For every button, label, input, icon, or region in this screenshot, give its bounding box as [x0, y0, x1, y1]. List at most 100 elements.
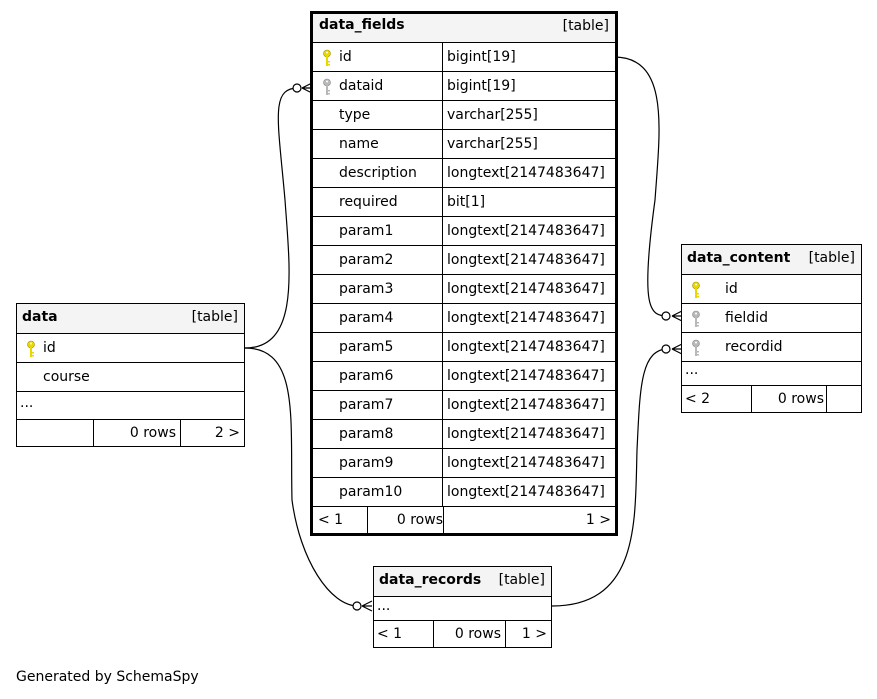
table-header: data_records [table]	[374, 567, 551, 597]
optional-marker	[661, 344, 671, 354]
table-data[interactable]: data [table] id course ... 0 rows 2 >	[16, 303, 245, 447]
column-type: longtext[2147483647]	[442, 449, 615, 477]
column-name: name	[339, 136, 379, 152]
column-name: param1	[339, 223, 394, 239]
edge-data_fields-to-data_content	[613, 56, 669, 317]
column-row[interactable]: param1 longtext[2147483647]	[313, 217, 615, 246]
column-type: longtext[2147483647]	[442, 478, 615, 506]
column-type: longtext[2147483647]	[442, 362, 615, 390]
column-row[interactable]: required bit[1]	[313, 188, 615, 217]
column-type: varchar[255]	[442, 101, 615, 129]
column-name: id	[725, 281, 738, 297]
table-footer: < 1 0 rows 1 >	[313, 507, 615, 533]
column-name: param9	[339, 455, 394, 471]
table-data_content[interactable]: data_content [table] id fieldid recordid .…	[681, 244, 862, 413]
column-row[interactable]: param5 longtext[2147483647]	[313, 333, 615, 362]
more-columns: ...	[17, 392, 244, 420]
table-kind: [table]	[808, 250, 855, 266]
optional-marker	[292, 83, 302, 93]
column-name: param8	[339, 426, 394, 442]
table-data_fields[interactable]: data_fields [table] id bigint[19] dataid bi…	[310, 11, 618, 536]
column-name: course	[43, 369, 90, 385]
column-row[interactable]: id bigint[19]	[313, 43, 615, 72]
column-row[interactable]: fieldid	[682, 304, 861, 333]
column-row[interactable]: dataid bigint[19]	[313, 72, 615, 101]
table-footer: < 1 0 rows 1 >	[374, 621, 551, 647]
column-row[interactable]: name varchar[255]	[313, 130, 615, 159]
column-name: param10	[339, 484, 403, 500]
column-row[interactable]: type varchar[255]	[313, 101, 615, 130]
optional-marker	[352, 601, 362, 611]
column-type: longtext[2147483647]	[442, 159, 615, 187]
more-columns: ...	[682, 362, 861, 386]
children-count[interactable]: 2 >	[180, 420, 240, 446]
row-count: 0 rows	[367, 507, 443, 533]
column-type: bigint[19]	[442, 72, 615, 100]
primary-key-icon	[323, 49, 331, 66]
generated-by-label: Generated by SchemaSpy	[16, 669, 199, 685]
column-name: param6	[339, 368, 394, 384]
table-header: data [table]	[17, 304, 244, 334]
children-count[interactable]	[826, 386, 857, 412]
column-type: longtext[2147483647]	[442, 217, 615, 245]
children-count[interactable]: 1 >	[443, 507, 611, 533]
table-kind: [table]	[562, 18, 609, 34]
column-type: longtext[2147483647]	[442, 304, 615, 332]
column-row[interactable]: id	[17, 334, 244, 363]
table-data_records[interactable]: data_records [table] ... < 1 0 rows 1 >	[373, 566, 552, 648]
column-row[interactable]: param10 longtext[2147483647]	[313, 478, 615, 507]
column-row[interactable]: param2 longtext[2147483647]	[313, 246, 615, 275]
row-count: 0 rows	[751, 386, 824, 412]
column-name: recordid	[725, 339, 783, 355]
parents-count[interactable]: < 1	[318, 512, 344, 528]
column-row[interactable]: param6 longtext[2147483647]	[313, 362, 615, 391]
column-name: id	[43, 340, 56, 356]
table-footer: < 2 0 rows	[682, 386, 861, 412]
column-type: varchar[255]	[442, 130, 615, 158]
column-name: param2	[339, 252, 394, 268]
column-type: longtext[2147483647]	[442, 333, 615, 361]
table-name: data_content	[687, 250, 791, 266]
column-row[interactable]: id	[682, 275, 861, 304]
parents-count[interactable]: < 2	[685, 391, 711, 407]
table-header: data_content [table]	[682, 245, 861, 275]
row-count: 0 rows	[433, 621, 501, 647]
table-header: data_fields [table]	[313, 14, 615, 43]
edge-data-to-data_fields	[244, 87, 299, 349]
column-name: required	[339, 194, 398, 210]
column-name: param5	[339, 339, 394, 355]
column-type: longtext[2147483647]	[442, 275, 615, 303]
edge-data-to-data_records	[244, 347, 359, 607]
column-type: bigint[19]	[442, 43, 615, 71]
primary-key-icon	[692, 281, 700, 298]
foreign-key-icon	[323, 78, 331, 95]
foreign-key-icon	[692, 339, 700, 356]
parents-count[interactable]: < 1	[377, 626, 403, 642]
table-name: data_records	[379, 572, 482, 588]
column-name: dataid	[339, 78, 384, 94]
foreign-key-icon	[692, 310, 700, 327]
primary-key-icon	[27, 340, 35, 357]
column-name: id	[339, 49, 352, 65]
table-kind: [table]	[498, 572, 545, 588]
column-name: param7	[339, 397, 394, 413]
column-name: fieldid	[725, 310, 768, 326]
column-row[interactable]: recordid	[682, 333, 861, 362]
column-row[interactable]: param8 longtext[2147483647]	[313, 420, 615, 449]
children-count[interactable]: 1 >	[505, 621, 547, 647]
column-name: type	[339, 107, 371, 123]
column-row[interactable]: description longtext[2147483647]	[313, 159, 615, 188]
column-row[interactable]: course	[17, 363, 244, 392]
more-columns: ...	[374, 597, 551, 621]
column-type: longtext[2147483647]	[442, 246, 615, 274]
table-footer: 0 rows 2 >	[17, 420, 244, 446]
column-row[interactable]: param7 longtext[2147483647]	[313, 391, 615, 420]
column-type: longtext[2147483647]	[442, 391, 615, 419]
column-type: bit[1]	[442, 188, 615, 216]
column-name: description	[339, 165, 417, 181]
column-row[interactable]: param9 longtext[2147483647]	[313, 449, 615, 478]
column-type: longtext[2147483647]	[442, 420, 615, 448]
